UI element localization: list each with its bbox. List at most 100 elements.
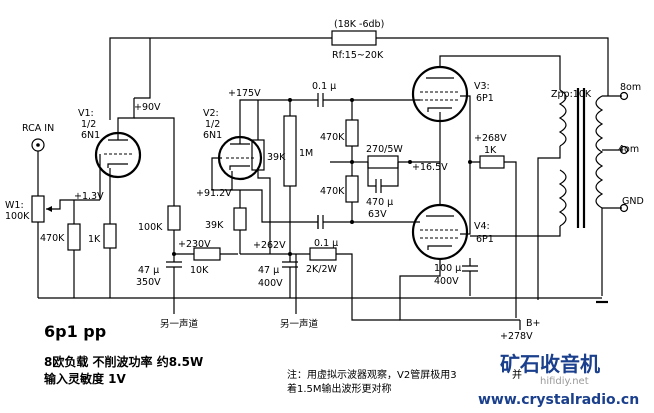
transformer-core-icon <box>576 88 586 228</box>
c-47-350-a: 47 μ <box>138 265 159 276</box>
screen-cap-100u <box>462 265 478 272</box>
v1-plate-network: 100K 10K +230V 47 μ 350V 另一声道 <box>134 38 238 330</box>
bias-resistor-270r <box>367 155 399 169</box>
output-transformer: Zpp:10K 8om 4om GND <box>470 82 644 300</box>
c-01-bot-label: 0.1 μ <box>314 238 338 249</box>
v-278-label: +278V <box>500 331 533 342</box>
brand-logo-cn: 矿石收音机 <box>500 352 600 376</box>
spec-line-sensitivity: 输入灵敏度 1V <box>44 372 126 386</box>
v4-name: V4: <box>474 221 490 232</box>
v1-type: 6N1 <box>81 130 100 141</box>
screen-resistor-1k <box>479 155 505 169</box>
input-section: RCA IN W1: 100K 470K <box>5 123 100 298</box>
note-line-2: 着1.5M输出波形更对称 <box>287 384 392 395</box>
v-16-5-label: +16.5V <box>412 162 448 173</box>
v2-name: V2: <box>203 108 219 119</box>
r-1k-scr-label: 1K <box>484 145 497 156</box>
v2-plate-network: 39K +262V <box>240 100 292 256</box>
r-1k-v1-label: 1K <box>88 234 101 245</box>
r-470k-in-label: 470K <box>40 233 65 244</box>
v3-type: 6P1 <box>476 93 494 104</box>
grid-resistor-470k-top <box>345 119 359 147</box>
plate-resistor-39k <box>251 139 265 171</box>
w1-label: W1: <box>5 200 24 211</box>
v1-half: 1/2 <box>81 119 96 130</box>
v-262-label: +262V <box>253 240 286 251</box>
feedback-label-rf: Rf:15~20K <box>332 50 384 61</box>
tube-v2: V2: 1/2 6N1 +175V +91.2V 39K <box>196 88 318 254</box>
feedback-resistor <box>331 30 377 46</box>
output-terminal-4ohm <box>619 145 629 155</box>
c-47-400-b: 400V <box>258 278 283 289</box>
v2-type: 6N1 <box>203 130 222 141</box>
c-47-350-b: 350V <box>136 277 161 288</box>
tube-v4-icon <box>411 203 469 261</box>
r-39k-plate-label: 39K <box>267 152 286 163</box>
out-8-label: 8om <box>620 82 641 93</box>
spec-line-power: 8欧负载 不削波功率 约8.5W <box>44 355 204 369</box>
w1-value: 100K <box>5 211 30 222</box>
v2-half: 1/2 <box>205 119 220 130</box>
v1-plate-voltage: +90V <box>134 102 161 113</box>
r-100k-label: 100K <box>138 222 163 233</box>
tube-v4: V4: 6P1 <box>399 162 520 321</box>
coupling-cap-bottom <box>317 215 324 229</box>
v-230-label: +230V <box>178 239 211 250</box>
note-line-1-tail: 并 <box>512 370 522 381</box>
grid-resistor-470k <box>67 223 81 251</box>
coupling-cap-top <box>317 93 324 107</box>
tube-v1: V1: 1/2 6N1 +90V +1.3V 1K <box>74 98 161 298</box>
grid-leak-1m <box>283 115 297 187</box>
v1-name: V1: <box>78 108 94 119</box>
v2-plate-voltage: +175V <box>228 88 261 99</box>
v4-type: 6P1 <box>476 234 494 245</box>
other-channel-2: 另一声道 <box>280 318 319 330</box>
c-01-top-label: 0.1 μ <box>312 81 336 92</box>
c-100-b: 400V <box>434 276 459 287</box>
feedback-label-top: (18K -6db) <box>334 19 384 30</box>
feedback-network: (18K -6db) Rf:15~20K <box>109 19 609 120</box>
r-470k-g2-label: 470K <box>320 186 345 197</box>
r-39k-cath-label: 39K <box>205 220 224 231</box>
watermark-hifidiy: hifidiy.net <box>540 376 589 387</box>
ground-bus <box>38 297 608 304</box>
output-terminal-gnd <box>619 203 629 213</box>
rca-in-label: RCA IN <box>22 123 54 134</box>
r-270-label: 270/5W <box>366 144 403 155</box>
cathode-resistor-1k <box>103 223 117 249</box>
tube-v3: V3: 6P1 <box>411 55 561 162</box>
r-10k-label: 10K <box>190 265 209 276</box>
out-gnd-label: GND <box>622 196 644 207</box>
output-bias-network: 270/5W 470 μ 63V +16.5V <box>352 144 448 220</box>
r-2k-label: 2K/2W <box>306 264 338 275</box>
v1-cathode-voltage: +1.3V <box>74 191 104 202</box>
c-470-a: 470 μ <box>366 197 393 208</box>
v-268-label: +268V <box>474 133 507 144</box>
out-4-label: 4om <box>618 144 639 155</box>
bias-cap-470u <box>375 179 382 193</box>
plate-resistor-100k <box>167 205 181 231</box>
b-plus-rail: B+ +278V <box>500 300 540 342</box>
note-line-1: 注：用虚拟示波器观察，V2管屏极用3 <box>287 370 457 381</box>
r-470k-g1-label: 470K <box>320 132 345 143</box>
grid-resistor-470k-bottom <box>345 175 359 203</box>
output-terminal-8ohm <box>619 91 629 101</box>
zpp-label: Zpp:10K <box>551 89 592 100</box>
c-47-400-a: 47 μ <box>258 265 279 276</box>
cathode-resistor-39k <box>233 207 247 231</box>
phase-splitter-coupling: 0.1 μ 1M 0.1 μ 470K 470K <box>258 81 420 254</box>
decoupling-resistor-2k <box>309 247 337 261</box>
decoupling-stage-2: 2K/2W 47 μ 400V 另一声道 <box>258 247 400 330</box>
screen-supply: +268V 1K 100 μ 400V <box>434 130 517 300</box>
r-1m-label: 1M <box>299 148 313 159</box>
v2-cathode-voltage: +91.2V <box>196 188 232 199</box>
filter-cap-47u-350v <box>166 261 182 268</box>
brand-url: www.crystalradio.cn <box>478 392 640 408</box>
c-470-b: 63V <box>368 209 387 220</box>
v3-name: V3: <box>474 81 490 92</box>
other-channel-1: 另一声道 <box>160 318 199 330</box>
schematic-title: 6p1 pp <box>44 322 107 341</box>
b-plus-label: B+ <box>526 318 540 329</box>
